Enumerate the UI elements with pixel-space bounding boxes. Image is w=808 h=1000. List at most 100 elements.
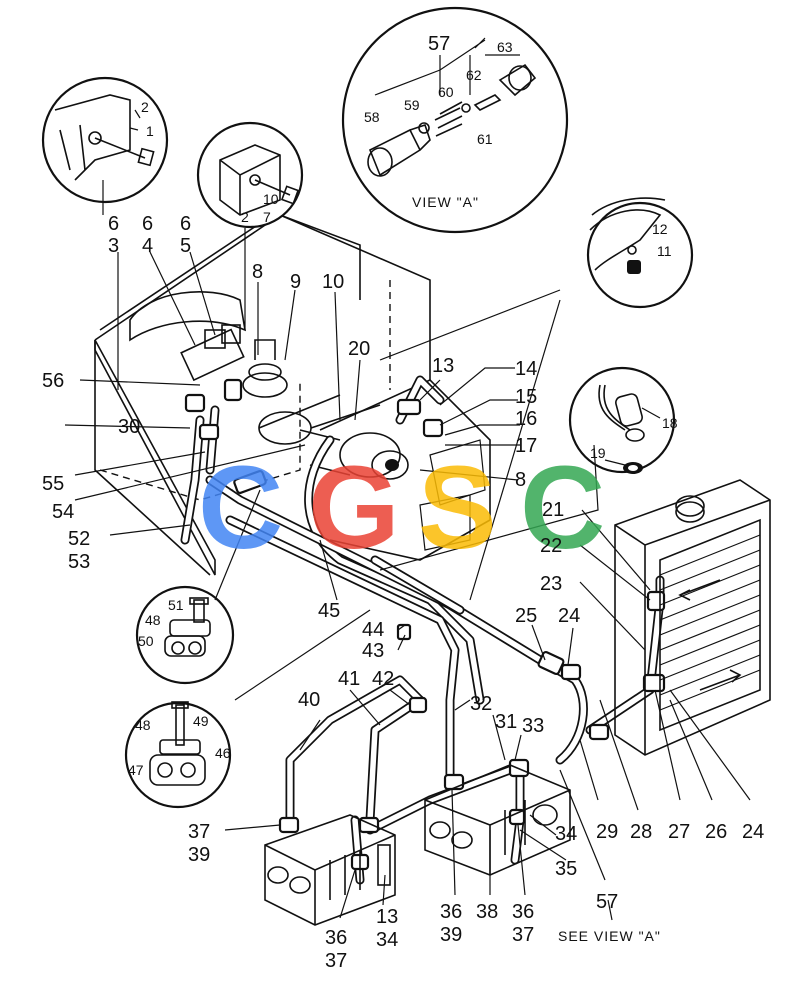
valve-mount-block [180, 324, 245, 382]
callout-20: 20 [348, 338, 370, 360]
callout-37-a: 37 [325, 950, 347, 972]
leader-lines [64, 37, 751, 921]
callout-28: 28 [630, 821, 652, 843]
watermark-letter-c1: C [198, 442, 283, 574]
callout-54: 54 [52, 501, 74, 523]
callout-3: 3 [108, 235, 119, 257]
callout-34-right: 34 [555, 823, 577, 845]
callout-43: 43 [362, 640, 384, 662]
callout-7: 7 [263, 209, 271, 225]
callout-46: 46 [215, 745, 231, 761]
callout-11: 11 [657, 243, 672, 259]
callout-8-top: 8 [252, 261, 263, 283]
callout-22: 22 [540, 535, 562, 557]
callout-2-top: 2 [141, 99, 149, 115]
detail-plug [586, 197, 694, 309]
callout-52: 52 [68, 528, 90, 550]
callout-37-c: 37 [512, 924, 534, 946]
callout-17: 17 [515, 435, 537, 457]
callout-31: 31 [495, 711, 517, 733]
callout-13-bottom: 13 [376, 906, 398, 928]
callout-14: 14 [515, 358, 537, 380]
callout-58: 58 [364, 109, 380, 125]
callout-48-lower: 48 [135, 717, 151, 733]
callout-16: 16 [515, 408, 537, 430]
callout-37-left: 37 [188, 821, 210, 843]
detail-clamp-upper [135, 585, 235, 685]
callout-61: 61 [477, 131, 493, 147]
watermark-letter-c2: C [520, 442, 605, 574]
callout-40: 40 [298, 689, 320, 711]
detail-view-a-valve [341, 6, 569, 234]
callout-47: 47 [128, 762, 144, 778]
callout-12: 12 [652, 221, 668, 237]
callout-24-bottom: 24 [742, 821, 764, 843]
callout-38: 38 [476, 901, 498, 923]
hydraulic-pump [299, 429, 409, 480]
callout-51: 51 [168, 597, 184, 613]
callout-36-a: 36 [325, 927, 347, 949]
callout-39-b: 39 [440, 924, 462, 946]
callout-2-plate: 2 [241, 209, 249, 225]
callout-15: 15 [515, 386, 537, 408]
hydraulic-lines [180, 375, 665, 885]
callout-45: 45 [318, 600, 340, 622]
callout-23: 23 [540, 573, 562, 595]
callout-34-bottom: 34 [376, 929, 398, 951]
watermark-logo: C G S C [198, 442, 605, 574]
callout-60: 60 [438, 84, 454, 100]
callout-9: 9 [290, 271, 301, 293]
detail-filter [568, 366, 676, 474]
callout-labels: 2 1 10 2 7 6 3 6 4 6 5 8 9 10 20 56 30 5… [42, 33, 764, 972]
callout-29: 29 [596, 821, 618, 843]
oil-cooler [614, 479, 771, 756]
callout-6a: 6 [108, 213, 119, 235]
callout-53: 53 [68, 551, 90, 573]
line-fittings [184, 378, 666, 871]
callout-6c: 6 [180, 213, 191, 235]
callout-4: 4 [142, 235, 153, 257]
watermark-letter-s: S [418, 442, 497, 574]
callout-57-bottom: 57 [596, 891, 618, 913]
callout-24-top: 24 [558, 605, 580, 627]
callout-19: 19 [590, 445, 606, 461]
callout-13-top: 13 [432, 355, 454, 377]
callout-8-mid: 8 [515, 469, 526, 491]
callout-57-top: 57 [428, 33, 450, 55]
callout-63: 63 [497, 39, 513, 55]
callout-5: 5 [180, 235, 191, 257]
watermark-letter-g: G [308, 442, 400, 574]
detail-bolt-top-left [41, 76, 169, 204]
callout-1: 1 [146, 123, 154, 139]
control-valve-left [264, 814, 396, 926]
callout-50: 50 [138, 633, 154, 649]
callout-42: 42 [372, 668, 394, 690]
see-view-a-caption: SEE VIEW "A" [558, 928, 661, 944]
callout-36-b: 36 [440, 901, 462, 923]
callout-35: 35 [555, 858, 577, 880]
captions: VIEW "A" SEE VIEW "A" [412, 194, 661, 944]
callout-48-upper: 48 [145, 612, 161, 628]
callout-49: 49 [193, 713, 209, 729]
callout-27: 27 [668, 821, 690, 843]
callout-30: 30 [118, 416, 140, 438]
callout-59: 59 [404, 97, 420, 113]
callout-21: 21 [542, 499, 564, 521]
detail-clamp-lower [124, 701, 232, 809]
callout-62: 62 [466, 67, 482, 83]
detail-bolt-plate [196, 121, 304, 229]
view-a-caption: VIEW "A" [412, 194, 479, 210]
callout-32: 32 [470, 693, 492, 715]
callout-56: 56 [42, 370, 64, 392]
callout-25: 25 [515, 605, 537, 627]
callout-18: 18 [662, 415, 678, 431]
callout-10: 10 [263, 191, 279, 207]
callout-33: 33 [522, 715, 544, 737]
filler-neck [242, 339, 381, 445]
callout-44: 44 [362, 619, 384, 641]
callout-26: 26 [705, 821, 727, 843]
callout-36-c: 36 [512, 901, 534, 923]
callout-39-left: 39 [188, 844, 210, 866]
